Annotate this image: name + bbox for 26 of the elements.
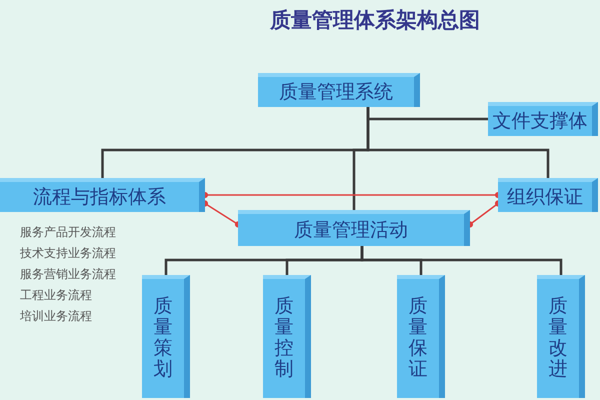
process-list-item: 工程业务流程 <box>20 287 92 304</box>
process-box <box>258 73 420 107</box>
process-list-item: 服务产品开发流程 <box>20 224 116 241</box>
process-list-item: 培训业务流程 <box>20 308 92 325</box>
connector-line <box>360 246 562 275</box>
vertical-box <box>142 275 190 398</box>
node-label: 质量管理系统 <box>279 81 393 105</box>
process-list-item: 技术支持业务流程 <box>20 245 116 262</box>
connector-line <box>352 107 370 210</box>
process-box <box>498 178 598 212</box>
node-label: 组织保证 <box>507 186 583 210</box>
node-label: 流程与指标体系 <box>33 186 166 210</box>
vertical-box <box>397 275 445 398</box>
vertical-box <box>537 275 585 398</box>
node-label: 文件支撑体 <box>492 110 588 134</box>
node-label: 质量控制 <box>274 297 294 381</box>
node-label: 质量改进 <box>548 297 568 381</box>
node-label: 质量保证 <box>408 297 428 381</box>
diagram-title: 质量管理体系架构总图 <box>268 7 481 34</box>
node-label: 质量管理活动 <box>294 219 408 243</box>
vertical-box <box>263 275 311 398</box>
process-box <box>238 210 470 246</box>
process-box <box>0 178 205 212</box>
process-box <box>488 102 598 136</box>
process-list-item: 服务营销业务流程 <box>20 266 116 283</box>
node-label: 质量策划 <box>154 297 172 381</box>
